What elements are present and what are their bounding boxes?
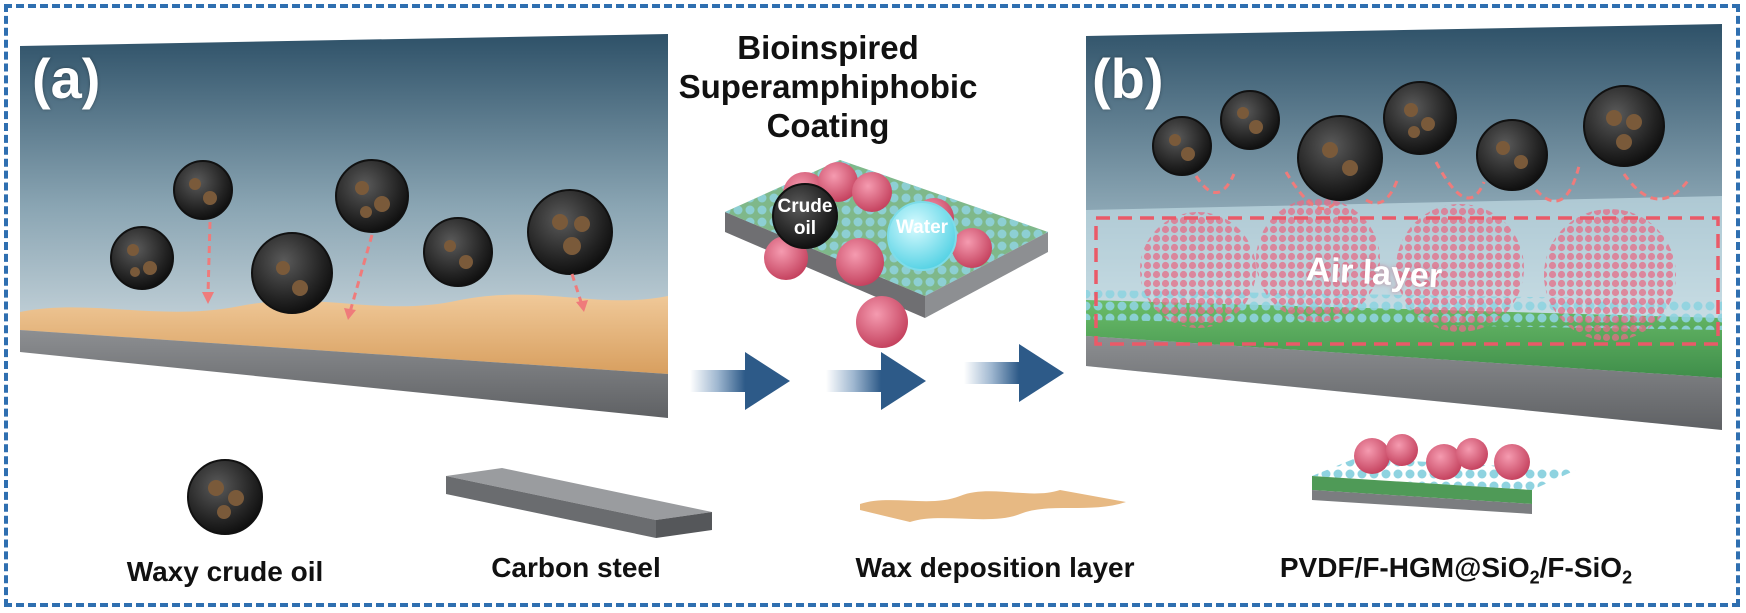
center-title: Bioinspired Superamphiphobic Coating (668, 28, 988, 145)
panel-a (20, 34, 668, 418)
oil-droplet (335, 159, 409, 233)
center-title-line: Superamphiphobic (678, 68, 978, 105)
coating-sub-2: 2 (1622, 567, 1633, 588)
legend-wax-layer-icon (860, 490, 1126, 522)
water-droplet (887, 201, 957, 271)
panel-b (1086, 24, 1722, 430)
coating-text-1: PVDF/F-HGM@SiO (1279, 552, 1530, 583)
wax-layer (20, 294, 668, 374)
carbon-steel-substrate (20, 330, 668, 418)
water-label: Water (896, 217, 949, 238)
oil-droplet (1476, 119, 1548, 191)
oil-droplet (1383, 81, 1457, 155)
coating-inset (725, 160, 1048, 348)
oil-droplet (1152, 116, 1212, 176)
legend-carbon-steel-icon (446, 468, 712, 538)
oil-droplet (423, 217, 493, 287)
crude-oil-label-line1: Crude (778, 196, 833, 217)
legend-coating-icon (1312, 434, 1576, 514)
oil-droplet (1583, 85, 1665, 167)
legend-label-waxy-crude-oil: Waxy crude oil (126, 556, 324, 587)
process-arrow (964, 344, 1064, 402)
crude-oil-droplet (772, 183, 838, 249)
legend-label-coating: PVDF/F-HGM@SiO2/F-SiO2 (1236, 552, 1676, 589)
carbon-steel-substrate-b (1086, 336, 1722, 430)
oil-droplet (110, 226, 174, 290)
deposition-arrows (206, 221, 584, 313)
process-arrows (690, 344, 1064, 410)
legend-oil-droplet-icon (187, 459, 263, 535)
coating-sub-1: 2 (1529, 567, 1540, 588)
center-title-line: Coating (766, 107, 890, 144)
center-title-line: Bioinspired (737, 29, 919, 66)
oil-droplet (1220, 90, 1280, 150)
legend-label-carbon-steel: Carbon steel (491, 552, 661, 583)
crude-oil-label-line2: oil (794, 218, 816, 239)
oil-droplet (527, 189, 613, 275)
air-layer-label: Air layer (1305, 250, 1444, 296)
panel-a-label: (a) (32, 47, 101, 110)
process-arrow (826, 352, 926, 410)
process-arrow (690, 352, 790, 410)
hollow-glass-microspheres (1140, 198, 1676, 341)
arrow-heads (202, 292, 588, 320)
coating-text-2: /F-SiO (1539, 552, 1623, 583)
oil-droplet (251, 232, 333, 314)
oil-droplet (173, 160, 233, 220)
dashed-figure-border (4, 4, 1740, 607)
oil-droplet (1297, 115, 1383, 201)
panel-b-label: (b) (1092, 47, 1164, 110)
legend-label-wax-deposition-layer: Wax deposition layer (855, 552, 1135, 583)
air-layer-box (1094, 216, 1720, 346)
rebound-arrows (1194, 161, 1692, 211)
